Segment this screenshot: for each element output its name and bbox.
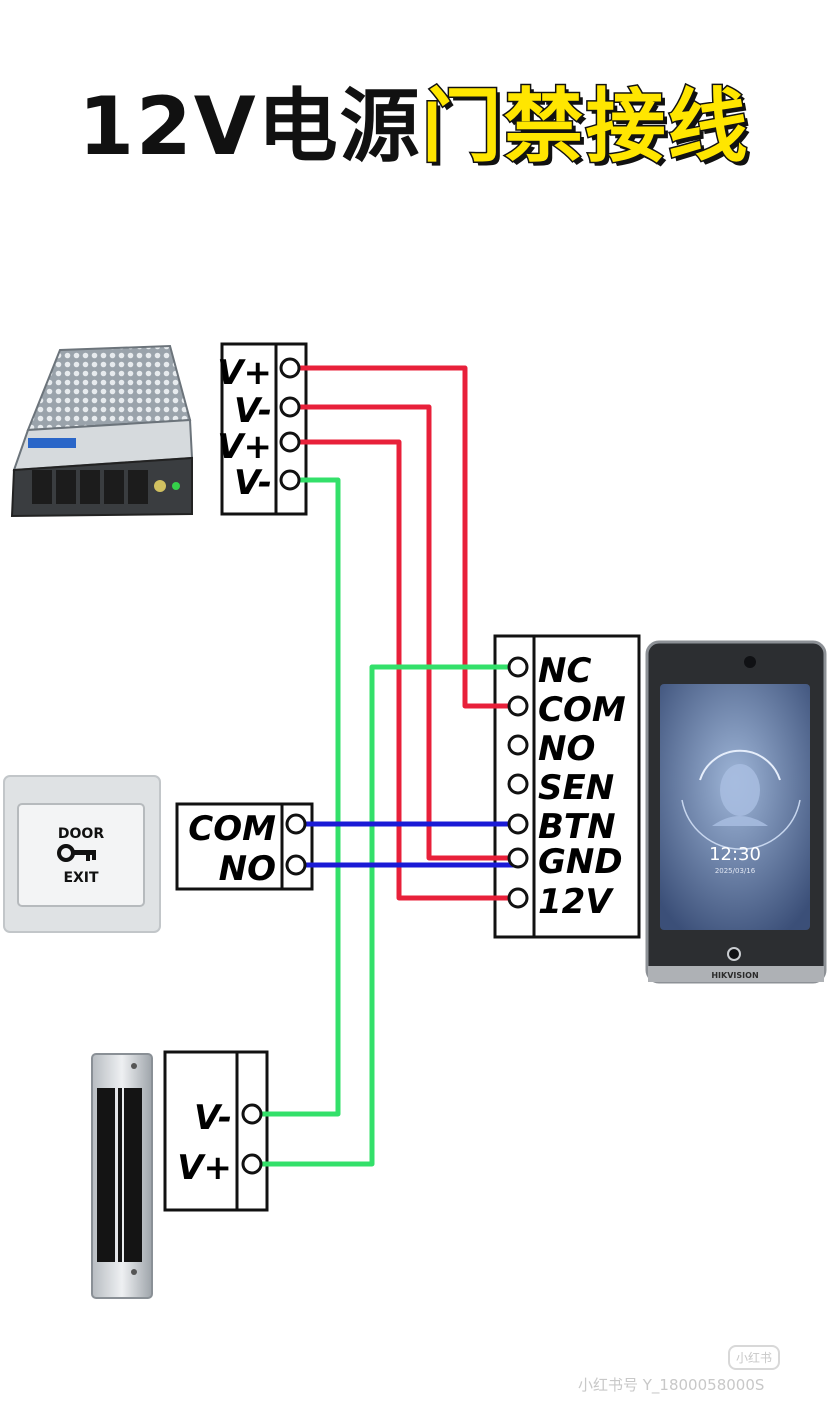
- ctrl-screw-12v: [507, 887, 529, 909]
- ctrl-label-sen: SEN: [538, 768, 614, 808]
- ctrl-screw-nc: [507, 656, 529, 678]
- device-screen-date: 2025/03/16: [715, 867, 756, 875]
- psu-label-4: V-: [234, 463, 272, 503]
- psu-label-2: V-: [234, 391, 272, 431]
- exit-button-image: [3, 775, 161, 933]
- title-part-1: 12V电源: [78, 80, 422, 173]
- psu-label-3: V+: [217, 427, 272, 467]
- watermark-logo: 小红书: [728, 1345, 781, 1370]
- wire-red-psu-vminus-to-gnd: [290, 404, 518, 861]
- ctrl-label-btn: BTN: [538, 807, 616, 847]
- ctrl-label-gnd: GND: [538, 842, 623, 882]
- ctrl-screw-btn: [507, 813, 529, 835]
- wires: [252, 365, 518, 1167]
- lock-label-vplus: V+: [177, 1148, 232, 1188]
- wire-red-psu-vplus-to-12v: [290, 439, 518, 901]
- exit-screw-no: [285, 854, 307, 876]
- psu-screw-2: [279, 396, 301, 418]
- ctrl-screw-no: [507, 734, 529, 756]
- page-title: 12V电源门禁接线: [0, 62, 828, 178]
- ctrl-label-12v: 12V: [538, 882, 614, 922]
- wire-green-psu-vminus-to-lock-vminus: [252, 477, 341, 1117]
- wire-green-nc-to-lock-vplus: [252, 664, 518, 1167]
- power-supply-image: [10, 344, 194, 518]
- psu-screw-1: [279, 357, 301, 379]
- ctrl-label-no: NO: [538, 729, 595, 769]
- lock-screw-vminus: [241, 1103, 263, 1125]
- exit-label-no: NO: [219, 849, 276, 889]
- lock-terminal-block: [163, 1050, 269, 1212]
- watermark-text: 小红书号 Y_1800058000S: [578, 1376, 765, 1394]
- labels: V+ V- V+ V- COM NO NC COM NO SEN BTN GND…: [58, 353, 761, 1188]
- exit-button-exit-text: EXIT: [63, 870, 99, 886]
- magnetic-lock-image: [91, 1053, 153, 1299]
- ctrl-screw-gnd: [507, 847, 529, 869]
- title-part-2-highlight: 门禁接线: [420, 79, 750, 175]
- terminal-screws: [241, 357, 529, 1175]
- device-screen-time: 12:30: [709, 844, 761, 865]
- psu-screw-3: [279, 431, 301, 453]
- face-recognition-device-image: [645, 640, 827, 984]
- exit-label-com: COM: [188, 809, 276, 849]
- ctrl-screw-sen: [507, 773, 529, 795]
- exit-screw-com: [285, 813, 307, 835]
- psu-label-1: V+: [217, 353, 272, 393]
- ctrl-label-com: COM: [538, 690, 626, 730]
- exit-button-door-text: DOOR: [58, 826, 104, 842]
- ctrl-label-nc: NC: [538, 651, 591, 691]
- psu-screw-4: [279, 469, 301, 491]
- lock-label-vminus: V-: [194, 1098, 232, 1138]
- ctrl-screw-com: [507, 695, 529, 717]
- wire-red-psu-vplus-to-com: [290, 365, 518, 709]
- device-brand: HIKVISION: [711, 971, 758, 980]
- lock-screw-vplus: [241, 1153, 263, 1175]
